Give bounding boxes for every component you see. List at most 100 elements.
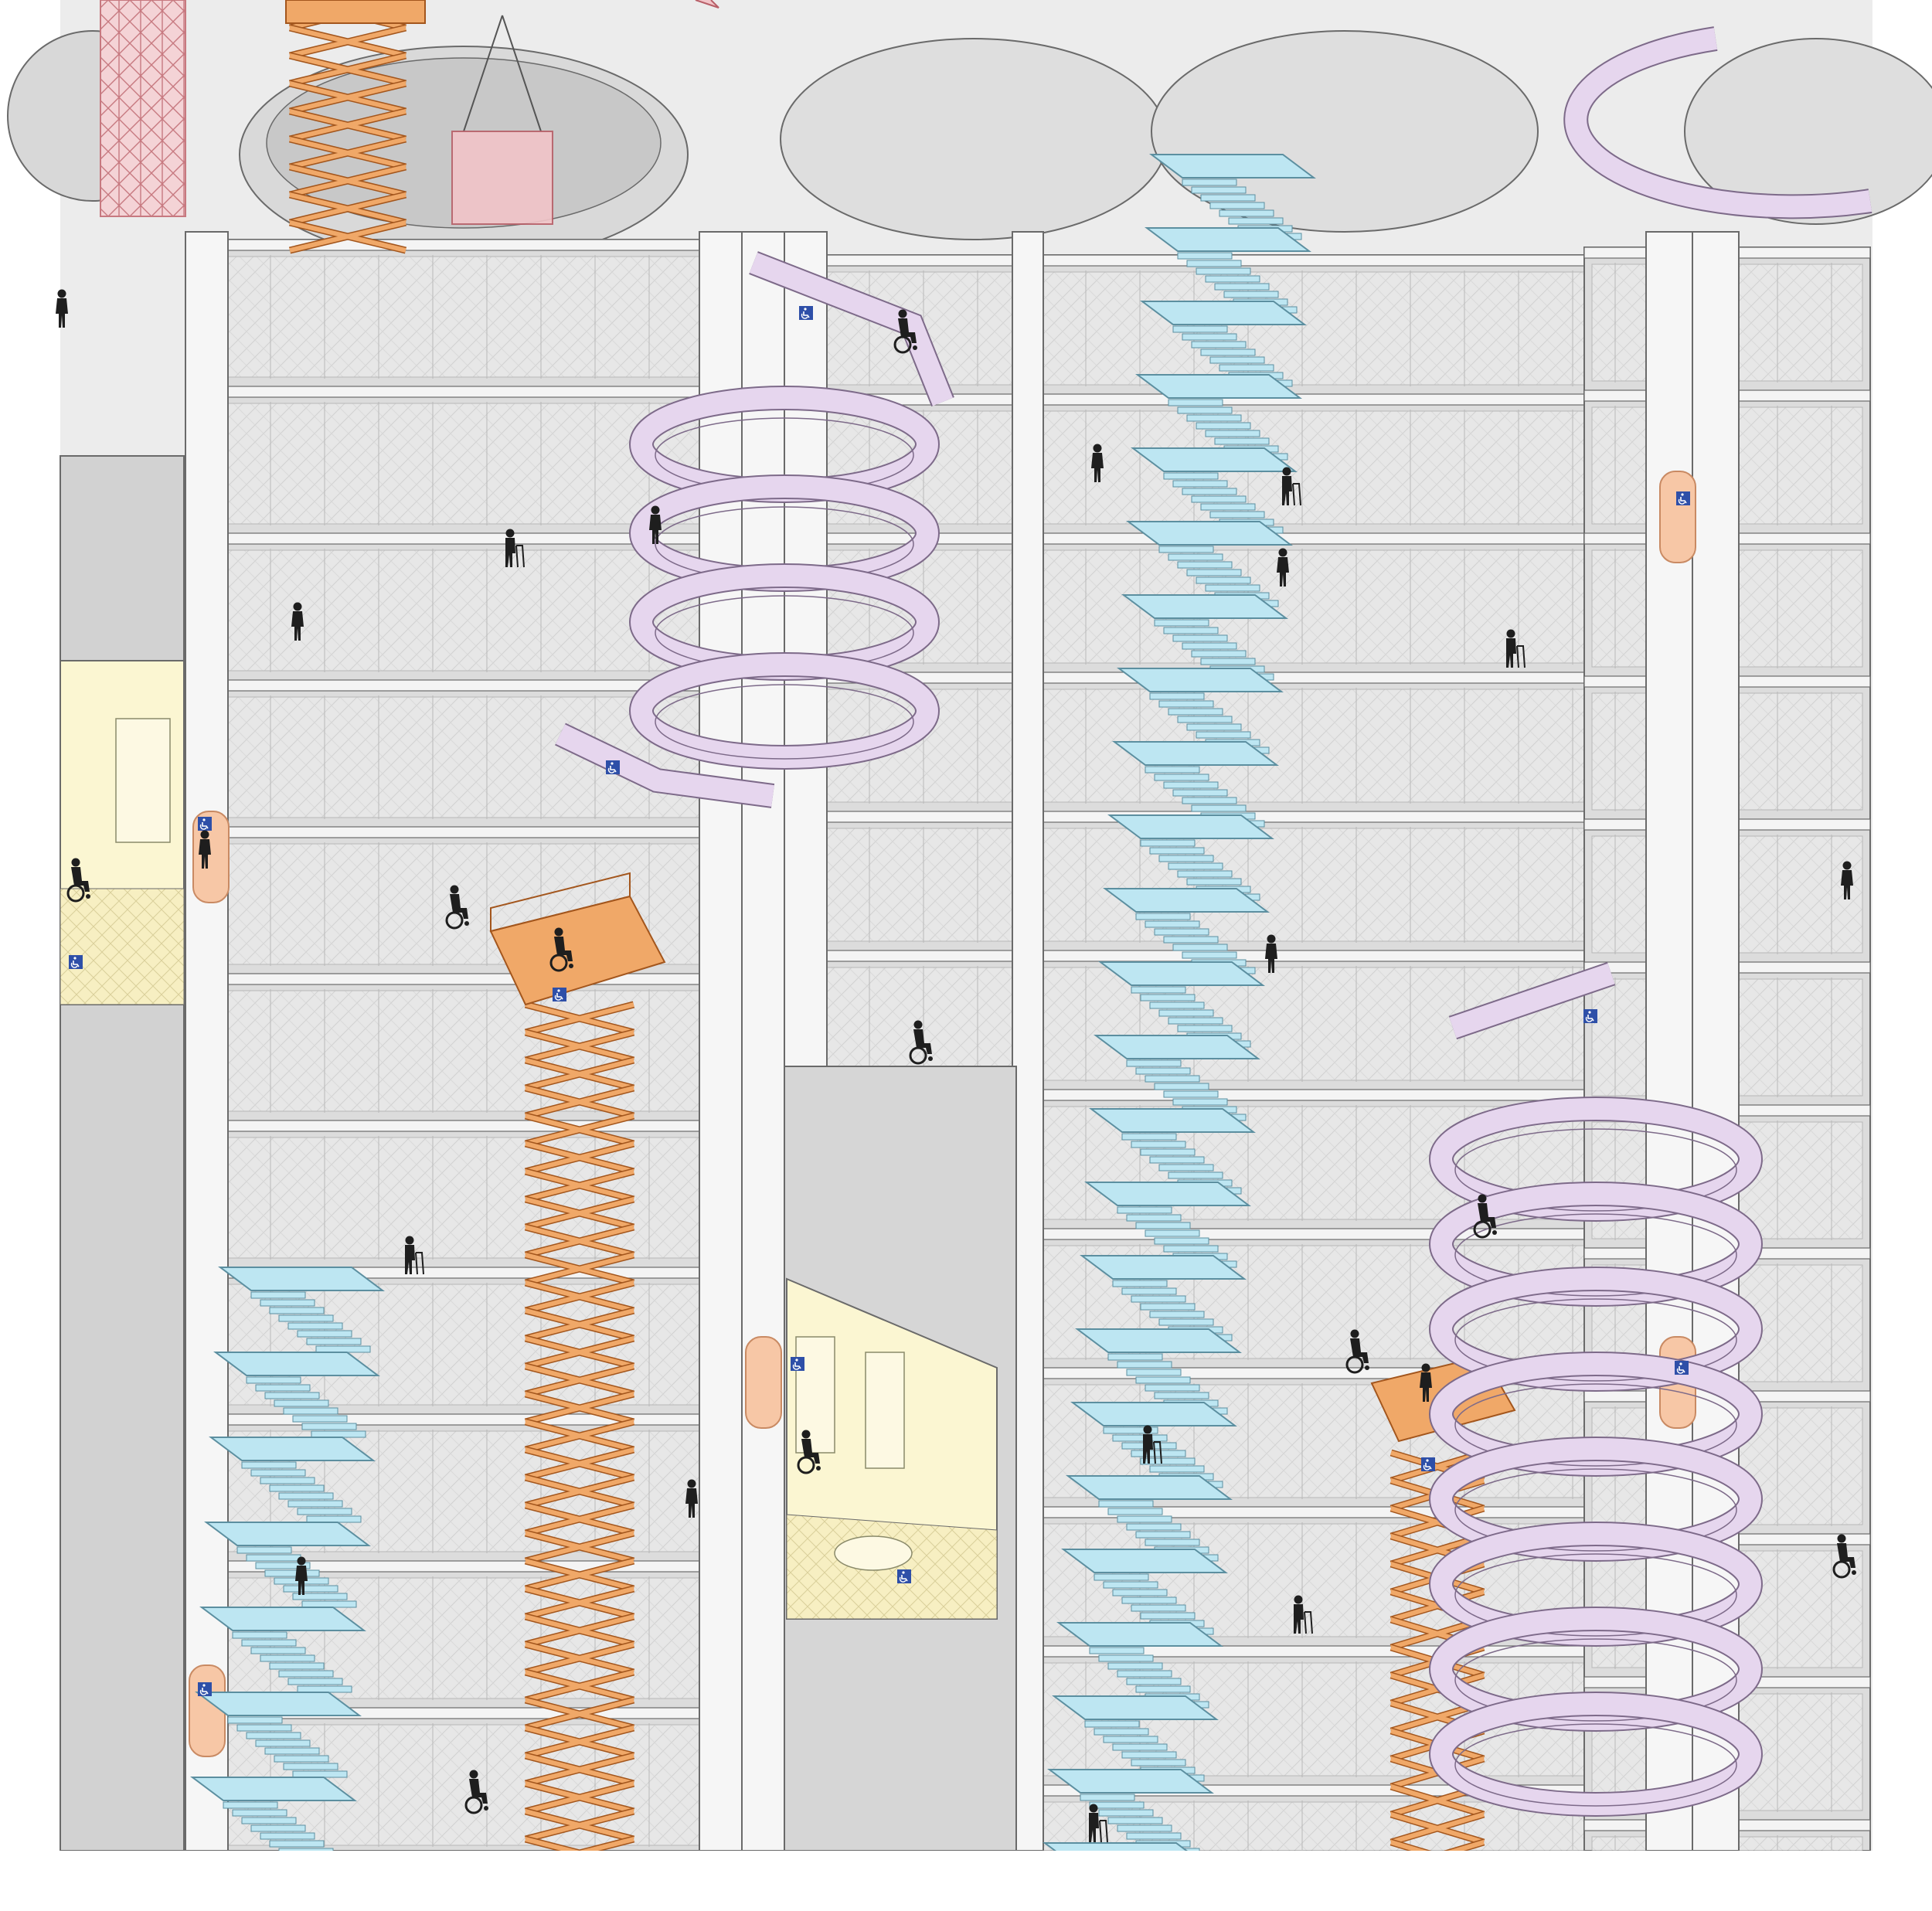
stair-tread	[260, 1299, 315, 1307]
stair-tread	[1084, 1720, 1140, 1728]
scissor-arm	[525, 1503, 634, 1535]
scissor-arm	[525, 1141, 634, 1174]
stair-landing	[1066, 1475, 1233, 1500]
room	[192, 990, 735, 1112]
stair-tread	[1228, 217, 1284, 225]
towers	[60, 231, 1871, 1911]
stair-landing	[218, 1267, 385, 1291]
stair-tread	[1154, 928, 1209, 936]
stair-tread	[1177, 406, 1233, 414]
stair-landing	[1098, 961, 1265, 986]
stair-tread	[1089, 1801, 1145, 1809]
wheelchair-icon	[68, 954, 83, 970]
stair-tread	[255, 1739, 311, 1747]
stair-tread	[260, 1477, 315, 1484]
stair-tread	[255, 1384, 311, 1392]
wheelchair-icon	[896, 1569, 912, 1584]
ramp-entry	[1449, 963, 1615, 1039]
stair-tread	[227, 1716, 283, 1724]
stair-tread	[1172, 944, 1228, 951]
stair-tread	[1168, 1017, 1223, 1025]
crane	[100, 0, 719, 225]
stair-tread	[1121, 1596, 1177, 1604]
stair-tread	[315, 1345, 371, 1353]
stair-tread	[1196, 422, 1251, 430]
crane-detail	[695, 0, 719, 9]
stair-tread	[1135, 1067, 1191, 1075]
stair-flight-left	[209, 1437, 376, 1523]
stair-tread	[1191, 341, 1247, 349]
stair-tread	[292, 1593, 348, 1600]
ramp-band	[1430, 1268, 1761, 1390]
stair-tread	[1112, 1743, 1168, 1751]
ramp-band	[1430, 1523, 1761, 1645]
stair-landing	[1112, 741, 1279, 766]
stair-tread	[1135, 1222, 1191, 1229]
stair-tread	[241, 1461, 297, 1469]
stair-landing	[1080, 1255, 1247, 1280]
stair-tread	[1158, 700, 1214, 708]
stair-tread	[278, 1670, 334, 1678]
stair-tread	[283, 1763, 338, 1770]
stair-tread	[264, 1747, 320, 1755]
wardrobe	[865, 1352, 905, 1469]
floor-slab	[185, 386, 743, 398]
scissor-arm	[525, 1420, 634, 1452]
stair-tread	[1140, 1148, 1196, 1156]
stair-tread	[1149, 1001, 1205, 1009]
scissor-arm	[289, 109, 406, 141]
stair-tread	[1126, 1369, 1182, 1376]
floor-slab	[185, 973, 743, 985]
structural-column	[185, 231, 229, 1851]
stair-tread	[274, 1399, 329, 1407]
stair-tread	[274, 1755, 329, 1763]
stair-tread	[278, 1314, 334, 1322]
stair-tread	[1177, 870, 1233, 878]
ramp-inner-edge	[1454, 1128, 1737, 1212]
stair-tread	[1154, 1392, 1209, 1399]
stair-flight-center	[1103, 888, 1270, 974]
stair-tread	[264, 1392, 320, 1399]
spiral-ramps	[555, 26, 1872, 1817]
ramp-band	[1430, 1438, 1761, 1560]
stair-landing	[1131, 447, 1298, 472]
stair-tread	[1209, 202, 1265, 209]
scissor-arm	[525, 1002, 634, 1035]
lift-platform	[285, 0, 426, 24]
ramp-band	[631, 654, 938, 768]
stair-flight-left	[195, 1692, 362, 1778]
scissor-arm	[525, 1280, 634, 1313]
stair-tread	[1182, 333, 1237, 341]
ramp-band	[1430, 1693, 1761, 1815]
stair-tread	[1112, 1434, 1168, 1442]
stair-tread	[287, 1500, 343, 1508]
stair-tread	[1131, 986, 1186, 994]
stair-tread	[223, 1801, 278, 1809]
stair-tread	[264, 1569, 320, 1577]
stair-tread	[1098, 1654, 1154, 1662]
stair-tread	[246, 1376, 301, 1384]
stair-tread	[1107, 1817, 1163, 1824]
stair-landing	[1135, 374, 1302, 399]
silo-roof	[1684, 38, 1932, 225]
building-section	[7, 0, 1932, 1911]
stair-tread	[1107, 1508, 1163, 1515]
scissor-arm	[289, 165, 406, 197]
stair-tread	[1126, 1832, 1182, 1840]
stair-tread	[1117, 1670, 1172, 1678]
stair-tread	[1205, 275, 1260, 283]
stair-landing	[1056, 1622, 1223, 1647]
scissor-arm	[525, 1392, 634, 1424]
stair-landing	[209, 1437, 376, 1461]
stair-tread	[1094, 1728, 1149, 1736]
stair-tread	[1200, 503, 1256, 511]
stair-tread	[1117, 1824, 1172, 1832]
wheelchair-icon	[1420, 1457, 1436, 1472]
stair-tread	[1219, 364, 1274, 372]
stair-tread	[1149, 847, 1205, 855]
stair-tread	[1145, 1539, 1200, 1546]
ramp-band	[1565, 28, 1872, 218]
stair-tread	[1172, 634, 1228, 642]
stair-tread	[1196, 576, 1251, 584]
stair-tread	[1177, 561, 1233, 569]
